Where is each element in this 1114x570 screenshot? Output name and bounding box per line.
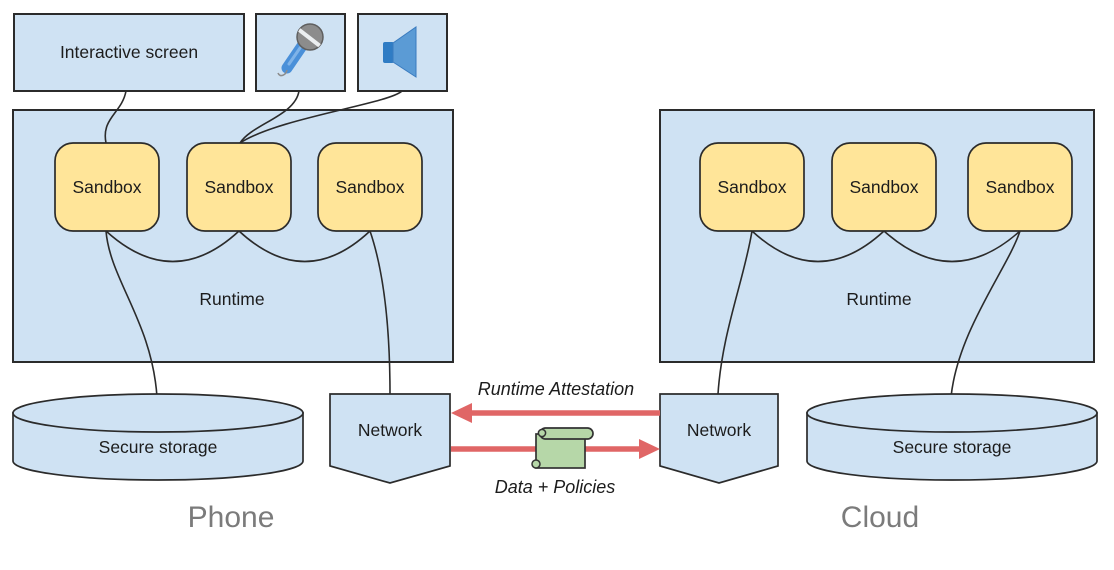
phone-sandbox-3 [317, 142, 423, 232]
cloud-section: Sandbox Sandbox Sandbox Runtime Network … [659, 109, 1098, 534]
attestation-arrow [451, 403, 660, 423]
phone-network: Network [329, 393, 451, 484]
cloud-storage-label: Secure storage [893, 437, 1012, 457]
data-policies-label: Data + Policies [495, 477, 616, 497]
cloud-network-label: Network [687, 420, 751, 440]
cloud-sandbox-2-label: Sandbox [849, 177, 918, 197]
microphone-icon [277, 23, 324, 77]
interactive-screen-label: Interactive screen [60, 42, 198, 62]
cloud-sandbox-2 [831, 142, 937, 232]
connector-sandbox-to-network [717, 230, 753, 395]
connector-sandbox-to-network [369, 230, 391, 395]
phone-secure-storage: Secure storage [12, 393, 304, 481]
speaker-icon [383, 26, 417, 78]
connector-sandbox2-sandbox3 [238, 230, 371, 263]
arrowhead-right [639, 439, 660, 459]
phone-runtime-label: Runtime [199, 289, 264, 309]
phone-storage-label: Secure storage [99, 437, 218, 457]
cloud-sandbox-3 [967, 142, 1073, 232]
phone-section: Sandbox Sandbox Sandbox Runtime Interact… [12, 13, 454, 534]
connector-mic-to-sandbox [239, 90, 300, 144]
connector-sandbox-to-storage [105, 230, 158, 398]
phone-connectors [104, 90, 403, 398]
connector-sandbox1-sandbox2 [105, 230, 240, 263]
connector-screen-to-sandbox [104, 90, 127, 144]
connector-sandbox2-sandbox3 [883, 230, 1021, 263]
attestation-label: Runtime Attestation [478, 379, 634, 399]
connector-sandbox-to-storage [950, 230, 1021, 398]
phone-network-label: Network [358, 420, 422, 440]
cloud-sandboxes: Sandbox Sandbox Sandbox [699, 142, 1073, 232]
cloud-connectors [717, 230, 1021, 398]
cloud-secure-storage: Secure storage [806, 393, 1098, 481]
arrowhead-left [451, 403, 472, 423]
phone-sandbox-1 [54, 142, 160, 232]
cloud-network: Network [659, 393, 779, 484]
phone-sandbox-2 [186, 142, 292, 232]
phone-sandbox-2-label: Sandbox [204, 177, 273, 197]
phone-sandbox-3-label: Sandbox [335, 177, 404, 197]
cloud-sandbox-1 [699, 142, 805, 232]
cloud-sandbox-3-label: Sandbox [985, 177, 1054, 197]
phone-sandboxes: Sandbox Sandbox Sandbox [54, 142, 423, 232]
connector-speaker-to-sandbox [239, 90, 403, 144]
phone-section-label: Phone [188, 501, 275, 534]
interactive-screen-box [13, 13, 245, 92]
scroll-icon [531, 427, 594, 469]
cloud-section-label: Cloud [841, 501, 919, 534]
cloud-runtime-label: Runtime [846, 289, 911, 309]
cloud-sandbox-1-label: Sandbox [717, 177, 786, 197]
phone-sandbox-1-label: Sandbox [72, 177, 141, 197]
network-channel: Runtime Attestation Data + Policies [451, 379, 660, 497]
connector-sandbox1-sandbox2 [751, 230, 885, 263]
